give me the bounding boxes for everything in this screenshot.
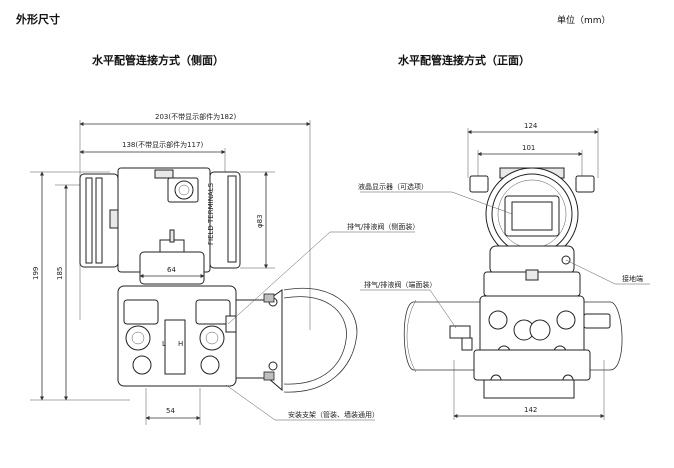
terminal-label: FIELD TERMINALS: [207, 182, 215, 245]
dim-width-no-display: 138(不带显示部件为117): [122, 140, 203, 149]
high-side-label: H: [178, 340, 183, 348]
lcd-label: 液晶显示器（可选项）: [358, 182, 428, 191]
unit-note: 单位（mm）: [557, 16, 611, 26]
dim-bottom-width-front: 142: [524, 406, 537, 414]
dim-height-total: 199: [32, 267, 40, 280]
vent-end-label: 排气/排液阀（端面装）: [364, 280, 436, 289]
ground-label: 接地端: [622, 274, 643, 283]
dim-flange-width: 64: [167, 266, 176, 274]
page-title: 外形尺寸: [16, 13, 60, 26]
dim-height-body: 185: [56, 267, 64, 280]
front-view-drawing: 124 101 142 液晶显示器（可选项） 排气/排液阀（端面装） 接地端: [358, 122, 650, 420]
front-view-title: 水平配管连接方式（正面）: [398, 54, 530, 67]
dim-bottom-width: 54: [166, 407, 175, 415]
vent-side-label: 排气/排液阀（侧面装）: [347, 222, 419, 231]
dim-top-width: 124: [524, 122, 538, 130]
dim-housing-dia: φ83: [256, 214, 264, 228]
dim-inner-width: 101: [522, 144, 535, 152]
low-side-label: L: [162, 340, 166, 348]
dim-total-width: 203(不带显示部件为182): [155, 112, 236, 121]
bracket-label: 安装支架（管装、墙装通用）: [288, 410, 379, 419]
side-view-title: 水平配管连接方式（侧面）: [92, 54, 224, 67]
side-view-drawing: FIELD TERMINALS L H 203(不带显示部件为182) 138(…: [30, 112, 419, 425]
